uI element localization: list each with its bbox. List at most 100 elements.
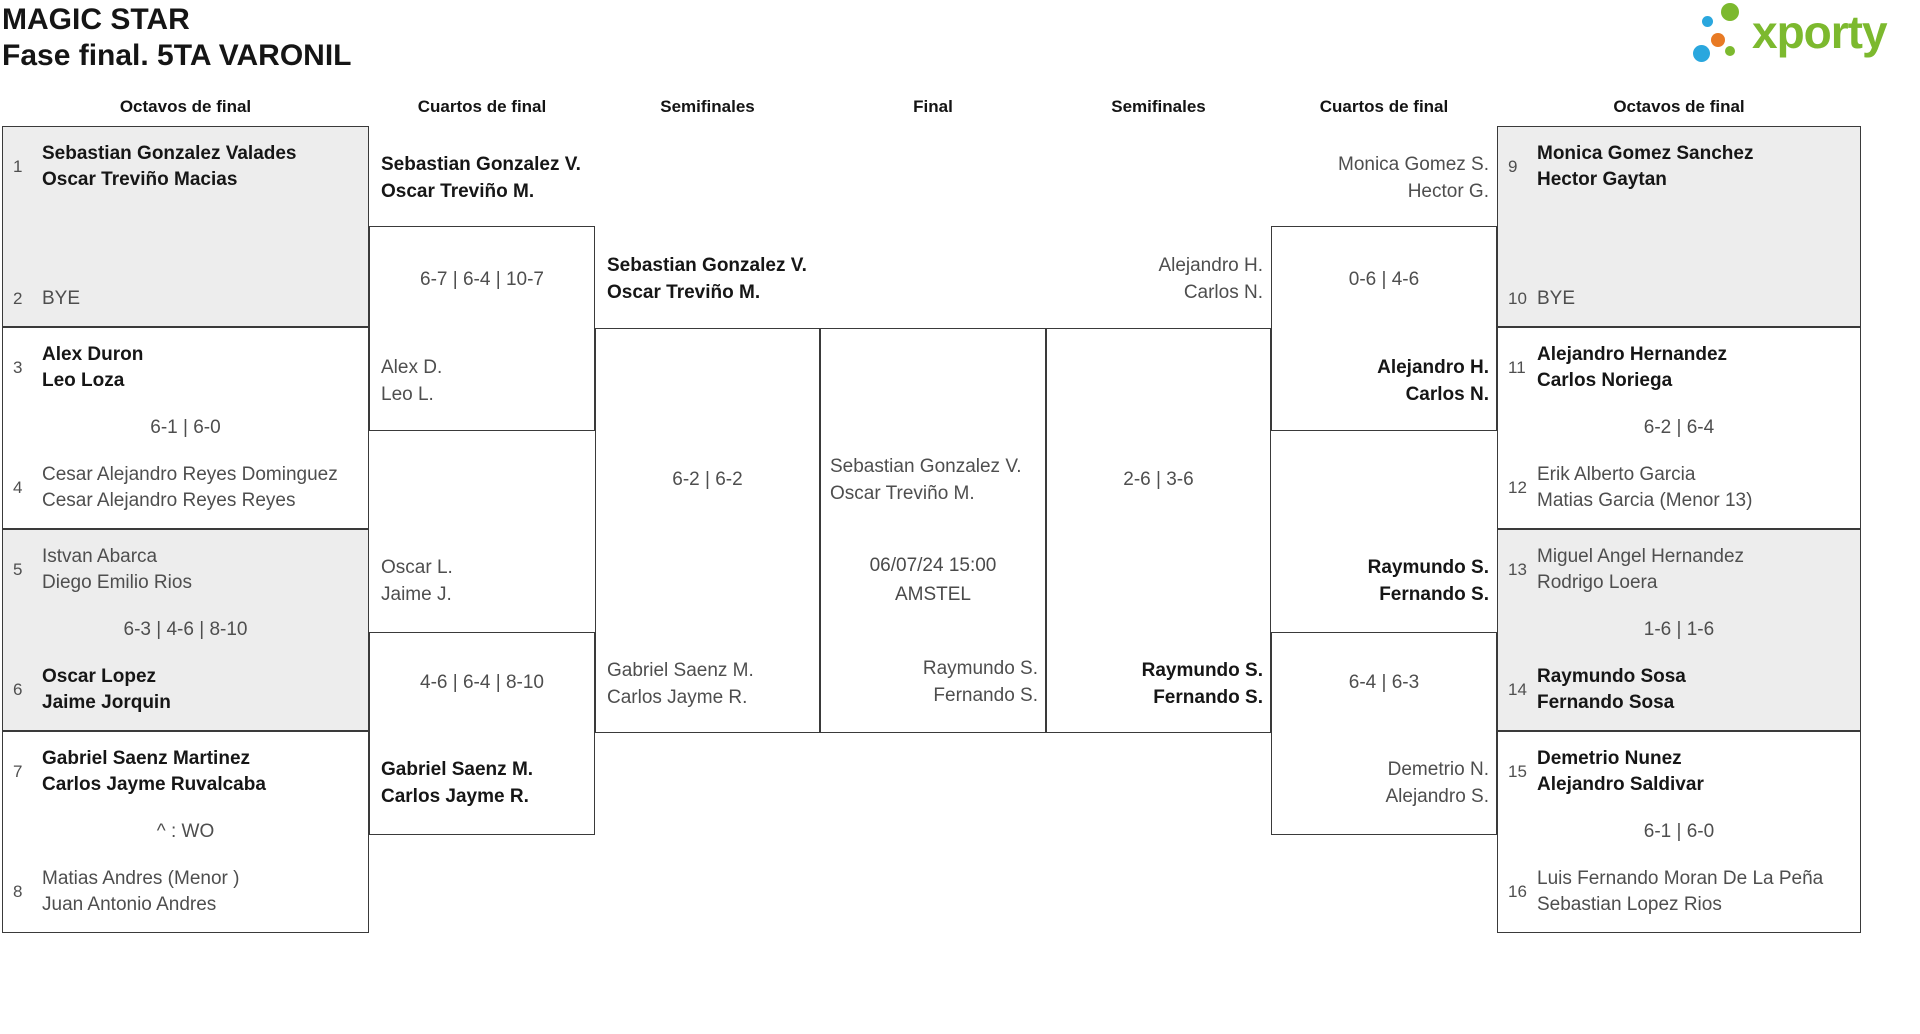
team-entry-2[interactable]: 2 BYE <box>13 286 362 312</box>
team-label[interactable]: Gabriel Saenz M. Carlos Jayme R. <box>381 756 533 810</box>
logo-dot-green-small <box>1725 46 1735 56</box>
team-name-line: Jaime J. <box>381 584 452 605</box>
team-name-line: Hector Gaytan <box>1537 169 1667 190</box>
team-name-line: Fernando Sosa <box>1537 692 1675 713</box>
team-entry-6[interactable]: 6 Oscar Lopez Jaime Jorquin <box>13 664 362 716</box>
team-name: Alejandro Hernandez Carlos Noriega <box>1537 342 1727 394</box>
match-score: 6-1 | 6-0 <box>150 417 221 438</box>
logo-wordmark: xporty <box>1752 6 1888 58</box>
team-name-line: Sebastian Gonzalez V. <box>607 255 807 276</box>
team-entry-10[interactable]: 10 BYE <box>1508 286 1854 312</box>
team-name-line: Oscar Lopez <box>42 666 157 687</box>
octavos-box-7-8: 7 Gabriel Saenz Martinez Carlos Jayme Ru… <box>2 731 369 933</box>
team-entry-1[interactable]: 1 Sebastian Gonzalez Valades Oscar Trevi… <box>13 141 362 193</box>
team-name-line: Istvan Abarca <box>42 546 158 567</box>
team-name-line: Juan Antonio Andres <box>42 894 217 915</box>
logo-dot-blue-small <box>1702 16 1713 27</box>
team-name-line: Fernando S. <box>1153 687 1263 708</box>
match-score: 6-1 | 6-0 <box>1643 821 1715 842</box>
team-label[interactable]: Raymundo S. Fernando S. <box>923 655 1038 709</box>
octavos-box-9-10: 9 Monica Gomez Sanchez Hector Gaytan 10 … <box>1497 126 1861 327</box>
match-score: 6-3 | 4-6 | 8-10 <box>123 619 248 640</box>
team-name: Raymundo Sosa Fernando Sosa <box>1537 664 1686 716</box>
round-header-final: Final <box>913 97 953 116</box>
team-entry-15[interactable]: 15 Demetrio Nunez Alejandro Saldivar <box>1508 746 1854 798</box>
team-name: Matias Andres (Menor ) Juan Antonio Andr… <box>42 866 239 918</box>
team-name: Gabriel Saenz Martinez Carlos Jayme Ruva… <box>42 746 266 798</box>
seed-number: 5 <box>13 560 23 579</box>
team-name: Istvan Abarca Diego Emilio Rios <box>42 544 192 596</box>
team-name-line: Oscar Treviño M. <box>607 282 761 303</box>
seed-number: 11 <box>1508 358 1526 377</box>
team-label[interactable]: Sebastian Gonzalez V. Oscar Treviño M. <box>830 453 1022 507</box>
logo-dot-blue-large <box>1693 45 1710 62</box>
team-entry-11[interactable]: 11 Alejandro Hernandez Carlos Noriega <box>1508 342 1854 394</box>
team-name-line: Raymundo S. <box>1141 660 1263 681</box>
team-label[interactable]: Alejandro H. Carlos N. <box>1377 354 1489 408</box>
team-name: Erik Alberto Garcia Matias Garcia (Menor… <box>1537 462 1752 514</box>
team-name-line: BYE <box>42 288 81 309</box>
team-label[interactable]: Raymundo S. Fernando S. <box>1142 657 1263 711</box>
team-name-line: BYE <box>1537 288 1576 309</box>
team-name-line: Gabriel Saenz Martinez <box>42 748 251 769</box>
team-name-line: Carlos Noriega <box>1537 370 1673 391</box>
match-score: 6-4 | 6-3 <box>1348 672 1420 693</box>
team-name-line: Fernando S. <box>1379 584 1489 605</box>
team-entry-7[interactable]: 7 Gabriel Saenz Martinez Carlos Jayme Ru… <box>13 746 362 798</box>
team-name-line: Sebastian Gonzalez V. <box>381 154 581 175</box>
team-name-line: Demetrio N. <box>1387 759 1489 780</box>
team-entry-16[interactable]: 16 Luis Fernando Moran De La Peña Sebast… <box>1508 866 1854 918</box>
team-label[interactable]: Alejandro H. Carlos N. <box>1158 252 1263 306</box>
team-name-line: Raymundo S. <box>1367 557 1489 578</box>
octavos-box-5-6: 5 Istvan Abarca Diego Emilio Rios 6-3 | … <box>2 529 369 731</box>
team-name-line: Alejandro H. <box>1158 255 1263 276</box>
cuartos-left-box-2 <box>369 632 595 835</box>
team-label[interactable]: Sebastian Gonzalez V. Oscar Treviño M. <box>607 252 807 306</box>
team-name: BYE <box>1537 286 1575 312</box>
match-score: 6-2 | 6-2 <box>672 469 743 490</box>
team-name-line: Sebastian Lopez Rios <box>1537 894 1722 915</box>
seed-number: 7 <box>13 762 23 781</box>
team-name: Monica Gomez Sanchez Hector Gaytan <box>1537 141 1753 193</box>
team-name-line: Gabriel Saenz M. <box>381 759 534 780</box>
team-label[interactable]: Alex D. Leo L. <box>381 354 442 408</box>
team-name: Demetrio Nunez Alejandro Saldivar <box>1537 746 1704 798</box>
team-name-line: Carlos Jayme R. <box>607 687 748 708</box>
team-entry-14[interactable]: 14 Raymundo Sosa Fernando Sosa <box>1508 664 1854 716</box>
phase-category: Fase final. 5TA VARONIL <box>2 39 352 72</box>
team-name-line: Cesar Alejandro Reyes Dominguez <box>42 464 338 485</box>
team-name: Miguel Angel Hernandez Rodrigo Loera <box>1537 544 1744 596</box>
round-header-octavos-right: Octavos de final <box>1613 97 1745 116</box>
team-entry-4[interactable]: 4 Cesar Alejandro Reyes Dominguez Cesar … <box>13 462 362 514</box>
team-name-line: Alejandro S. <box>1385 786 1489 807</box>
xporty-logo[interactable]: xporty <box>1690 0 1912 70</box>
team-entry-13[interactable]: 13 Miguel Angel Hernandez Rodrigo Loera <box>1508 544 1854 596</box>
team-name-line: Alex D. <box>381 357 443 378</box>
octavos-box-3-4: 3 Alex Duron Leo Loza 6-1 | 6-0 4 Cesar … <box>2 327 369 529</box>
cuartos-right-box-1 <box>1271 226 1497 431</box>
team-entry-8[interactable]: 8 Matias Andres (Menor ) Juan Antonio An… <box>13 866 362 918</box>
team-name: Luis Fernando Moran De La Peña Sebastian… <box>1537 866 1823 918</box>
team-name-line: Alejandro Hernandez <box>1537 344 1728 365</box>
logo-dot-orange <box>1711 33 1725 47</box>
team-label[interactable]: Monica Gomez S. Hector G. <box>1338 151 1489 205</box>
team-name-line: Alex Duron <box>42 344 144 365</box>
match-score: 0-6 | 4-6 <box>1348 269 1420 290</box>
seed-number: 2 <box>13 289 23 308</box>
team-label[interactable]: Sebastian Gonzalez V. Oscar Treviño M. <box>381 151 581 205</box>
match-score: 1-6 | 1-6 <box>1643 619 1715 640</box>
team-label[interactable]: Oscar L. Jaime J. <box>381 554 453 608</box>
team-entry-3[interactable]: 3 Alex Duron Leo Loza <box>13 342 362 394</box>
team-name-line: Miguel Angel Hernandez <box>1537 546 1745 567</box>
team-entry-5[interactable]: 5 Istvan Abarca Diego Emilio Rios <box>13 544 362 596</box>
team-entry-12[interactable]: 12 Erik Alberto Garcia Matias Garcia (Me… <box>1508 462 1854 514</box>
team-label[interactable]: Gabriel Saenz M. Carlos Jayme R. <box>607 657 754 711</box>
team-label[interactable]: Raymundo S. Fernando S. <box>1368 554 1489 608</box>
semifinal-left-box <box>595 328 820 733</box>
team-name: Cesar Alejandro Reyes Dominguez Cesar Al… <box>42 462 338 514</box>
final-venue: AMSTEL <box>894 584 972 605</box>
team-label[interactable]: Demetrio N. Alejandro S. <box>1385 756 1489 810</box>
cuartos-left-box-1 <box>369 226 595 431</box>
team-entry-9[interactable]: 9 Monica Gomez Sanchez Hector Gaytan <box>1508 141 1854 193</box>
